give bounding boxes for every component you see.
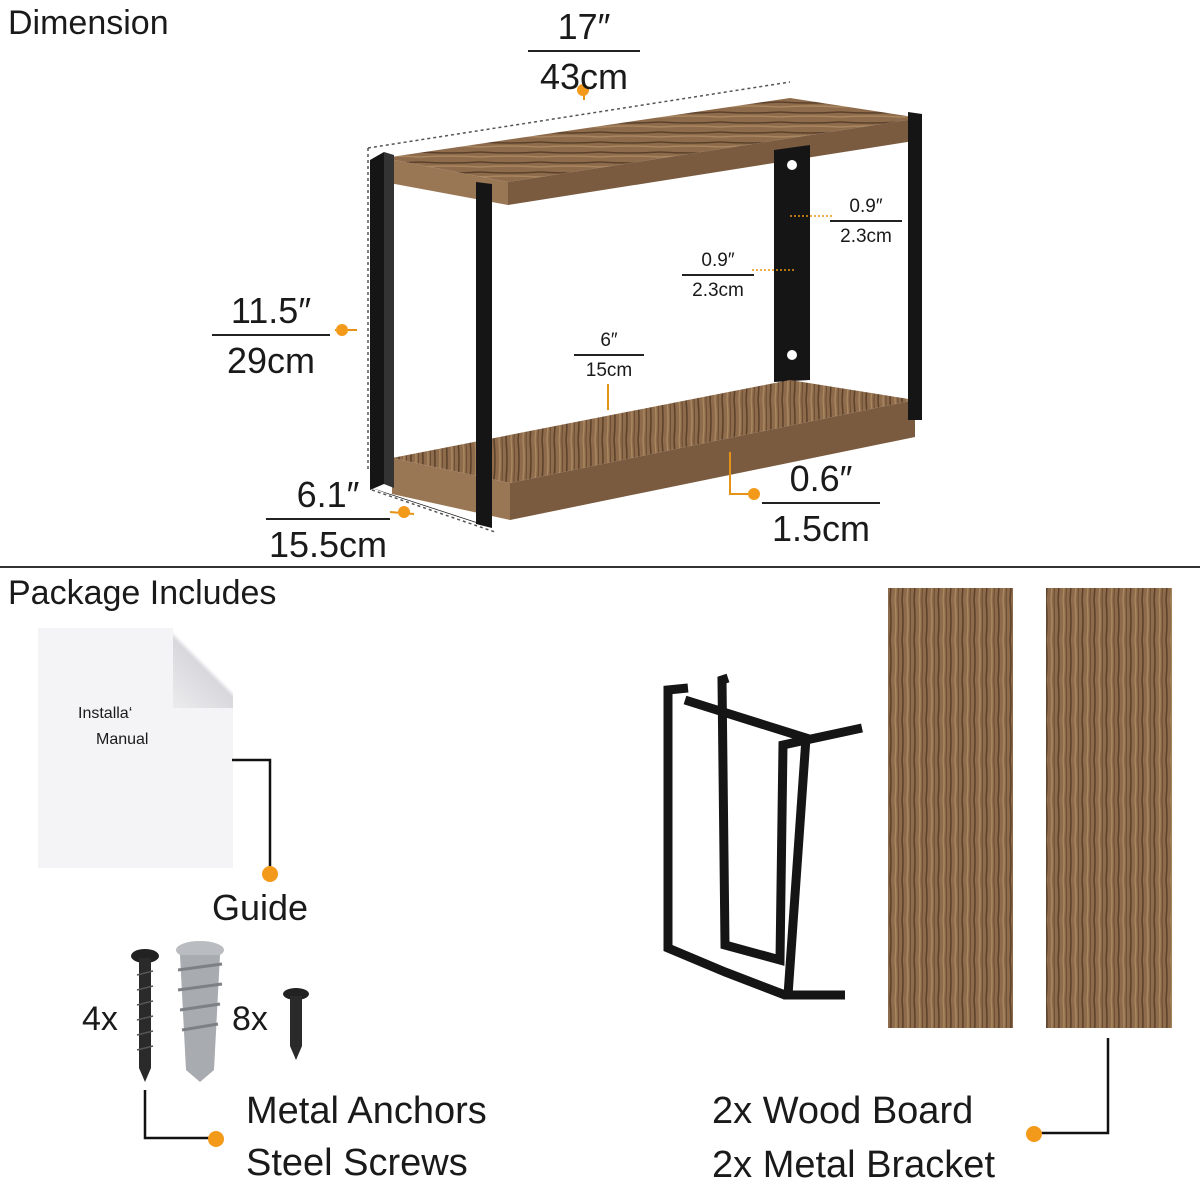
hardware-line-2: Steel Screws — [246, 1142, 468, 1184]
boards-line-1: 2x Wood Board — [712, 1090, 974, 1132]
front-bracket-left — [370, 152, 394, 490]
shelf-depth-measure: 6″ 15cm — [574, 330, 644, 382]
marker-dot — [398, 506, 410, 518]
thickness-cm: 1.5cm — [771, 508, 871, 549]
bracket-width-mid-measure: 0.9″ 2.3cm — [682, 250, 754, 302]
marker-dot — [748, 488, 760, 500]
marker-dot — [577, 84, 589, 96]
manual-image: Installa‘ Manual — [38, 628, 233, 868]
bracket-width-mid-cm: 2.3cm — [692, 280, 744, 301]
width-in: 17″ — [528, 6, 640, 52]
height-measure: 11.5″ 29cm — [212, 290, 330, 382]
marker-dot — [262, 866, 278, 882]
right-bracket — [908, 112, 922, 420]
width-measure: 17″ 43cm — [528, 6, 640, 98]
dimension-title: Dimension — [8, 4, 169, 42]
short-screw — [283, 988, 309, 1060]
width-cm: 43cm — [539, 56, 629, 97]
shelf-depth-cm: 15cm — [585, 360, 633, 381]
wood-board-1 — [888, 588, 1013, 1028]
depth-measure: 6.1″ 15.5cm — [266, 474, 390, 566]
page-curl — [173, 628, 233, 708]
marker-dot — [1026, 1126, 1042, 1142]
front-bracket-middle — [372, 182, 492, 528]
metal-anchor — [176, 941, 224, 1082]
thickness-in: 0.6″ — [762, 458, 880, 504]
shelf-depth-in: 6″ — [574, 330, 644, 356]
manual-text-1: Installa‘ — [78, 705, 133, 722]
wood-board-2 — [1046, 588, 1172, 1028]
boards-line-2: 2x Metal Bracket — [712, 1144, 995, 1186]
guide-label: Guide — [212, 887, 309, 928]
manual-text-2: Manual — [96, 731, 149, 748]
bracket-width-mid-in: 0.9″ — [682, 250, 754, 276]
thickness-measure: 0.6″ 1.5cm — [762, 458, 880, 550]
bracket-width-top-in: 0.9″ — [830, 196, 902, 222]
package-title: Package Includes — [8, 574, 277, 612]
long-screw — [131, 949, 159, 1082]
height-cm: 29cm — [226, 340, 316, 381]
back-bracket — [774, 145, 810, 382]
hardware-line-1: Metal Anchors — [246, 1090, 487, 1132]
marker-dot — [336, 324, 348, 336]
bracket-width-top-measure: 0.9″ 2.3cm — [830, 196, 902, 248]
marker-dot — [208, 1131, 224, 1147]
bracket-width-top-cm: 2.3cm — [840, 226, 892, 247]
metal-brackets — [663, 673, 863, 1000]
depth-cm: 15.5cm — [268, 524, 388, 565]
anchors-count: 4x — [82, 1000, 118, 1038]
screws-count: 8x — [232, 1000, 268, 1038]
height-in: 11.5″ — [212, 290, 330, 336]
depth-in: 6.1″ — [266, 474, 390, 520]
